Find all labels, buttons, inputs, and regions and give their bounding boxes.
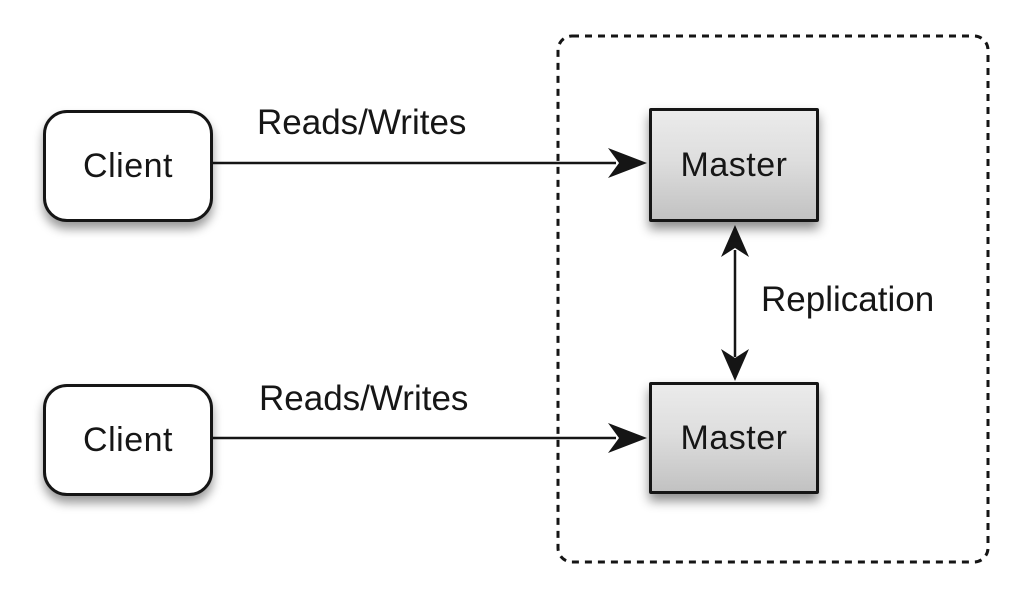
node-client-top: Client — [43, 110, 213, 222]
edge-label-reads-writes-top: Reads/Writes — [257, 103, 467, 142]
replication-cluster-dashed-border — [556, 34, 990, 564]
node-client-bottom-label: Client — [83, 420, 173, 459]
edge-label-replication: Replication — [761, 280, 935, 319]
edge-replication-arrowhead-up — [721, 225, 749, 257]
node-master-top: Master — [649, 108, 819, 222]
node-client-top-label: Client — [83, 146, 173, 185]
node-client-bottom: Client — [43, 384, 213, 496]
node-master-bottom: Master — [649, 382, 819, 494]
edge-reads-writes-top-arrowhead — [608, 148, 647, 178]
edge-label-reads-writes-bottom: Reads/Writes — [259, 379, 469, 418]
edge-replication-arrowhead-down — [721, 349, 749, 381]
node-master-bottom-label: Master — [680, 418, 788, 457]
edge-reads-writes-bottom-arrowhead — [608, 423, 647, 453]
node-master-top-label: Master — [680, 145, 788, 184]
